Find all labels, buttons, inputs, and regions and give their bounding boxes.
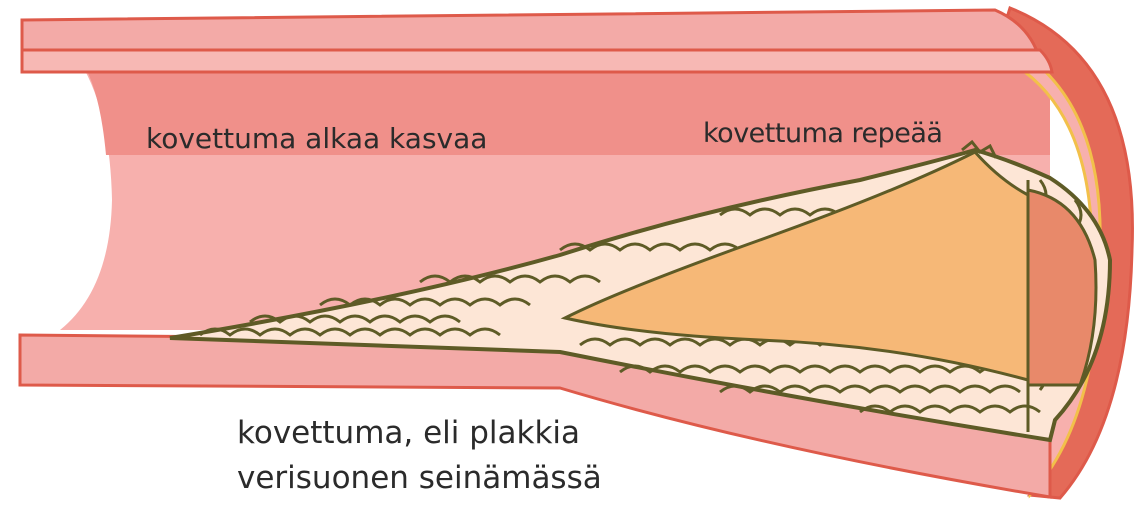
label-plaque-growing: kovettuma alkaa kasvaa [146, 122, 487, 155]
label-plaque-line2: verisuonen seinämässä [237, 460, 602, 496]
vessel-top-wall-inner [22, 50, 1052, 72]
label-plaque-line1: kovettuma, eli plakkia [237, 415, 580, 451]
label-plaque-ruptures: kovettuma repeää [703, 118, 942, 149]
